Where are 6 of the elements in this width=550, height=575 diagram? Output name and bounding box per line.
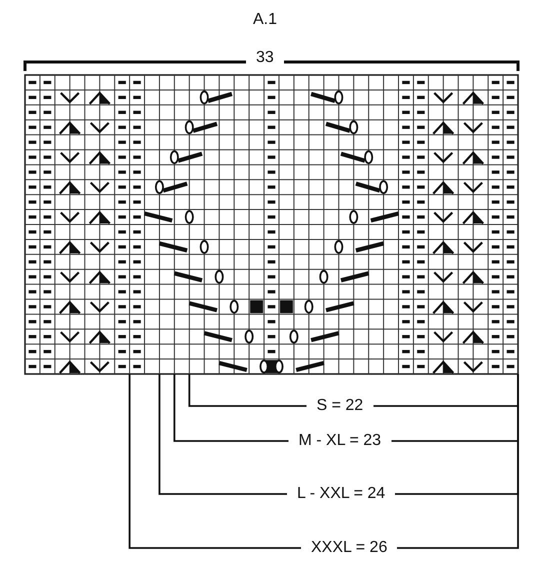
chart-title: A.1 bbox=[253, 11, 278, 29]
dimension-label: S = 22 bbox=[316, 397, 364, 415]
dimension-label: XXXL = 26 bbox=[311, 539, 388, 557]
dimension-label: L - XXL = 24 bbox=[297, 485, 386, 503]
dimension-label: M - XL = 23 bbox=[298, 432, 382, 450]
dimension-label: 33 bbox=[256, 49, 274, 67]
